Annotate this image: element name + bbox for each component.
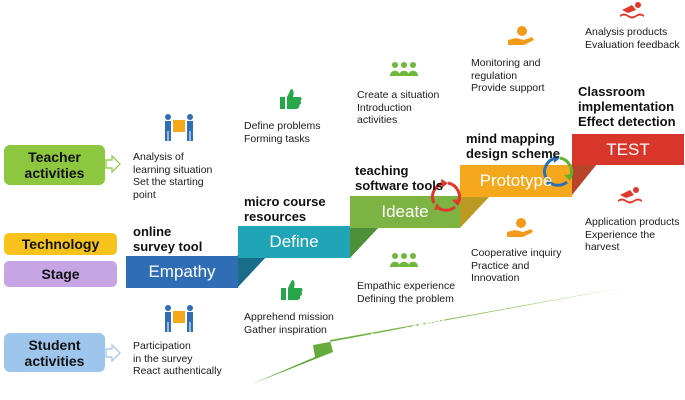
step-empathy [126,256,238,288]
thumbs-up-icon [281,280,303,300]
teacher-activity-empathy: Analysis of learning situation Set the s… [133,151,213,201]
teacher-activity-prototype: Monitoring and regulation Provide suppor… [471,57,545,94]
step-test [572,134,684,165]
stage-row-box [4,261,117,287]
technology-row-label: Technology [21,236,100,252]
student-row-box [4,333,105,372]
technology-empathy: online survey tool [133,224,203,254]
technology-row-box [4,233,117,255]
teacher-activity-ideate: Create a situation Introduction activiti… [357,89,440,126]
technology-test: Classroom implementation Effect detectio… [578,84,676,129]
student-row-label: Student activities [24,336,85,369]
technology-ideate: teaching software tools [355,163,444,193]
teacher-activity-define: Define problems Forming tasks [244,120,321,145]
people-board-icon [165,305,193,332]
teacher-row-box [4,145,105,185]
technology-define: micro course resources [244,194,326,224]
thumbs-up-icon [280,89,302,109]
step-prototype [460,165,572,197]
student-activity-define: Apprehend mission Gather inspiration [244,311,334,336]
group-icon [390,62,418,76]
hand-money-icon [508,26,534,45]
technology-prototype: mind mapping design scheme [466,131,560,161]
stage-define-label: Define [269,232,319,251]
stage-test-label: TEST [606,139,650,159]
swimmer-icon [620,2,644,19]
stage-ideate-label: Ideate [381,202,429,221]
swimmer-icon [618,187,642,204]
teacher-row-label: Teacher activities [24,149,85,181]
student-activity-ideate: Empathic experience Defining the problem [357,280,456,305]
teacher-pointer-arrow [105,154,121,174]
step-ideate [350,196,460,228]
student-activity-empathy: Participation in the survey React authen… [133,340,222,377]
stage-prototype-label: Prototype [479,171,553,190]
cycle-red-icon [431,179,461,212]
group-icon [390,253,418,267]
stage-empathy-label: Empathy [148,262,216,281]
student-activity-prototype: Cooperative inquiry Practice and Innovat… [471,247,562,284]
stage-row-label: Stage [41,266,80,282]
cycle-green-icon [543,154,573,187]
teacher-activity-test: Analysis products Evaluation feedback [585,26,680,51]
people-board-icon [165,114,193,141]
student-activity-test: Application products Experience the harv… [585,216,680,253]
step-define [238,226,350,258]
hand-money-icon [507,218,533,237]
student-pointer-arrow [105,343,121,363]
